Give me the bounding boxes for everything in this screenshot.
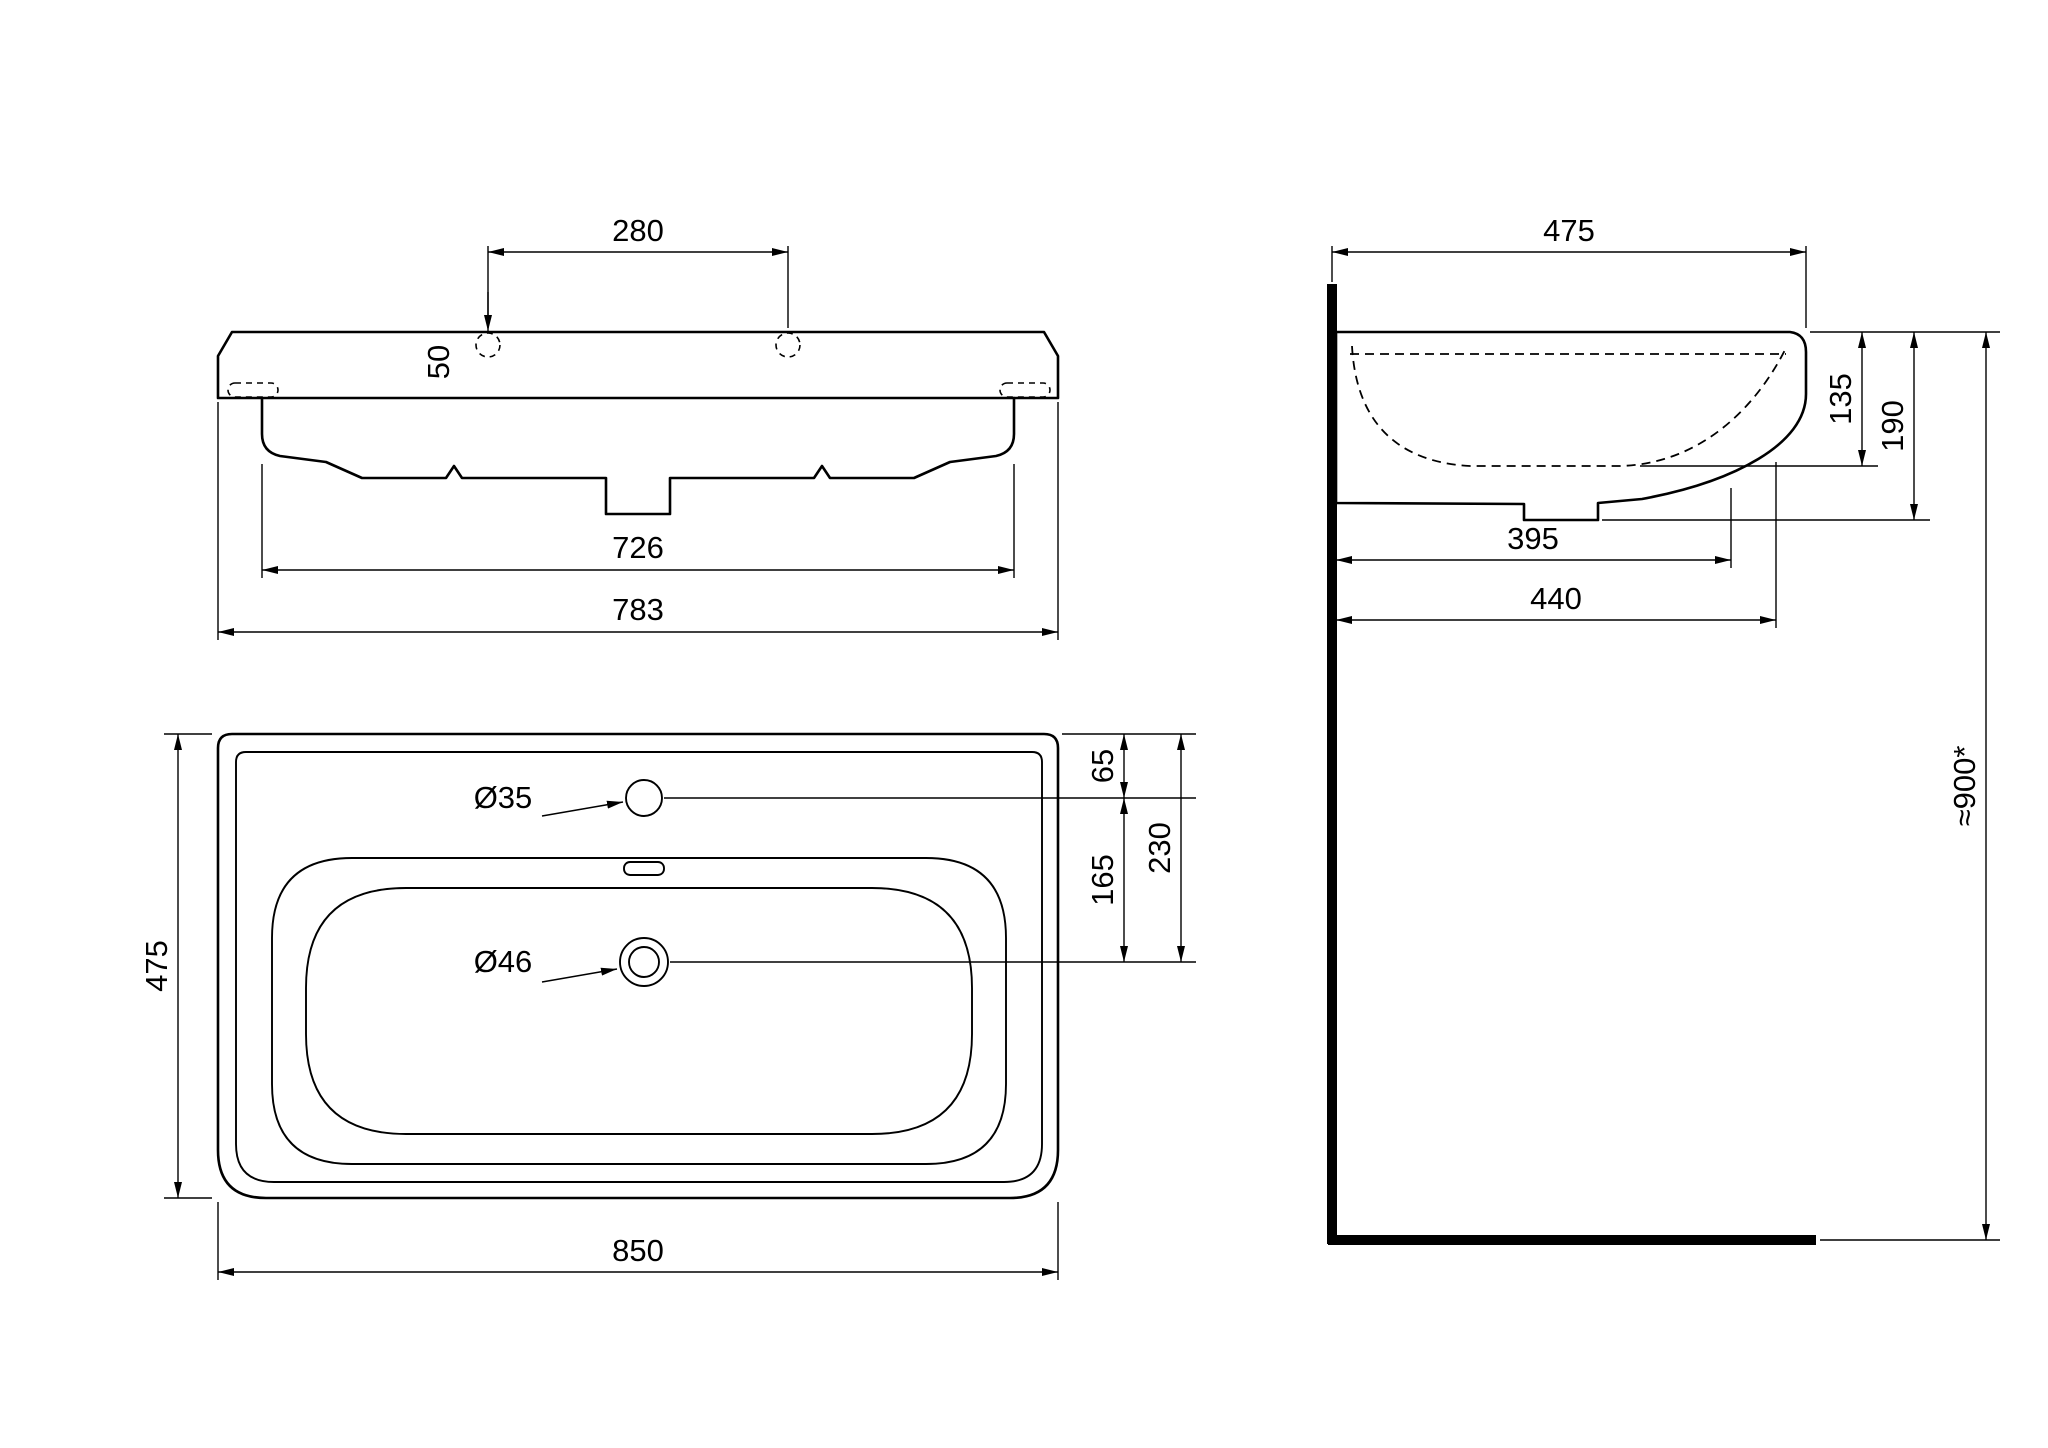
front-rim-outline	[216, 330, 1060, 400]
faucet-hole-diameter-label: Ø35	[474, 780, 533, 815]
side-basin-outline	[1334, 330, 1808, 522]
side-bowl-hidden-line	[1351, 345, 1787, 467]
drain-hole-inner	[628, 946, 660, 978]
front-faucet-hole-left	[475, 332, 501, 358]
dim-faucet-edge-offset-label: 65	[1085, 749, 1120, 783]
overflow-slot	[623, 861, 665, 876]
side-view: 475 135 190 395 440 ≈900*	[1327, 213, 2000, 1245]
top-rim-inner-outline	[235, 751, 1043, 1183]
dim-width-label: 850	[612, 1233, 664, 1268]
top-view: Ø35 Ø46 65 165 230 475 850	[139, 732, 1196, 1280]
front-right-fixing-slot	[999, 382, 1051, 398]
top-outer-outline	[216, 732, 1060, 1200]
faucet-hole	[625, 779, 663, 817]
dim-inner-width-label: 726	[612, 530, 664, 565]
front-view: 280 50 726 783	[216, 213, 1060, 640]
dim-inner-depth-label: 395	[1507, 521, 1559, 556]
dim-body-width-label: 783	[612, 592, 664, 627]
dim-drain-edge-offset-label: 230	[1142, 822, 1177, 874]
dim-hole-spacing-label: 280	[612, 213, 664, 248]
top-bowl-inner-outline	[305, 887, 973, 1135]
dim-rim-height-label: 50	[421, 345, 456, 379]
dim-bowl-inner-depth-label: 135	[1823, 373, 1858, 425]
dim-mounting-height-label: ≈900*	[1947, 746, 1982, 827]
front-faucet-hole-right	[775, 332, 801, 358]
front-underside-outline	[260, 396, 1016, 516]
front-left-fixing-slot	[227, 382, 279, 398]
drain-hole-outer	[619, 937, 669, 987]
dim-overall-height-label: 190	[1875, 400, 1910, 452]
dim-faucet-drain-offset-label: 165	[1085, 854, 1120, 906]
dim-top-depth-label: 475	[139, 940, 174, 992]
drain-hole-diameter-label: Ø46	[474, 944, 533, 979]
dim-depth-label: 475	[1543, 213, 1595, 248]
top-bowl-outer-outline	[271, 857, 1007, 1165]
dim-underside-depth-label: 440	[1530, 581, 1582, 616]
